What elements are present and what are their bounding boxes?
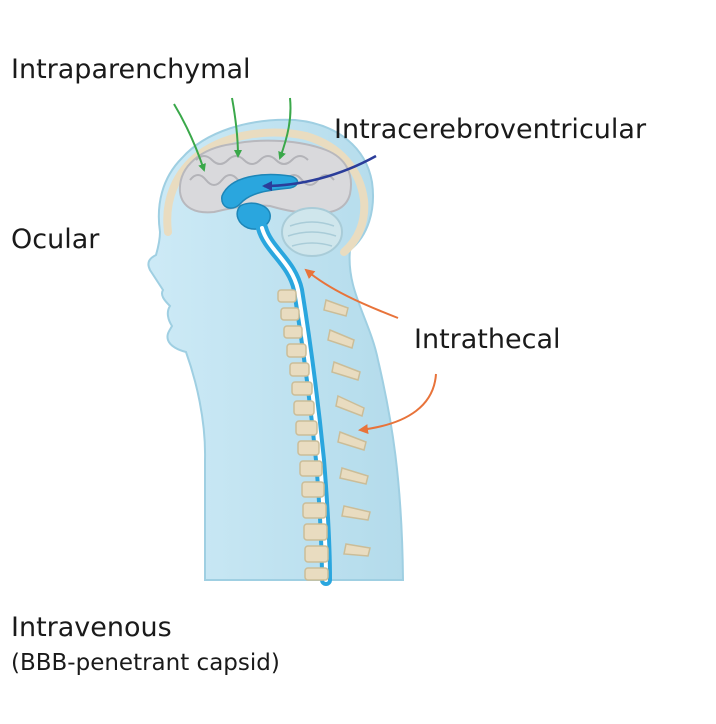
label-intracerebroventricular: Intracerebroventricular: [334, 116, 646, 143]
label-intravenous: Intravenous: [11, 614, 172, 641]
label-intraparenchymal: Intraparenchymal: [11, 56, 251, 83]
label-intrathecal: Intrathecal: [414, 326, 561, 353]
label-intravenous-note: (BBB-penetrant capsid): [11, 652, 280, 675]
label-ocular: Ocular: [11, 226, 99, 253]
